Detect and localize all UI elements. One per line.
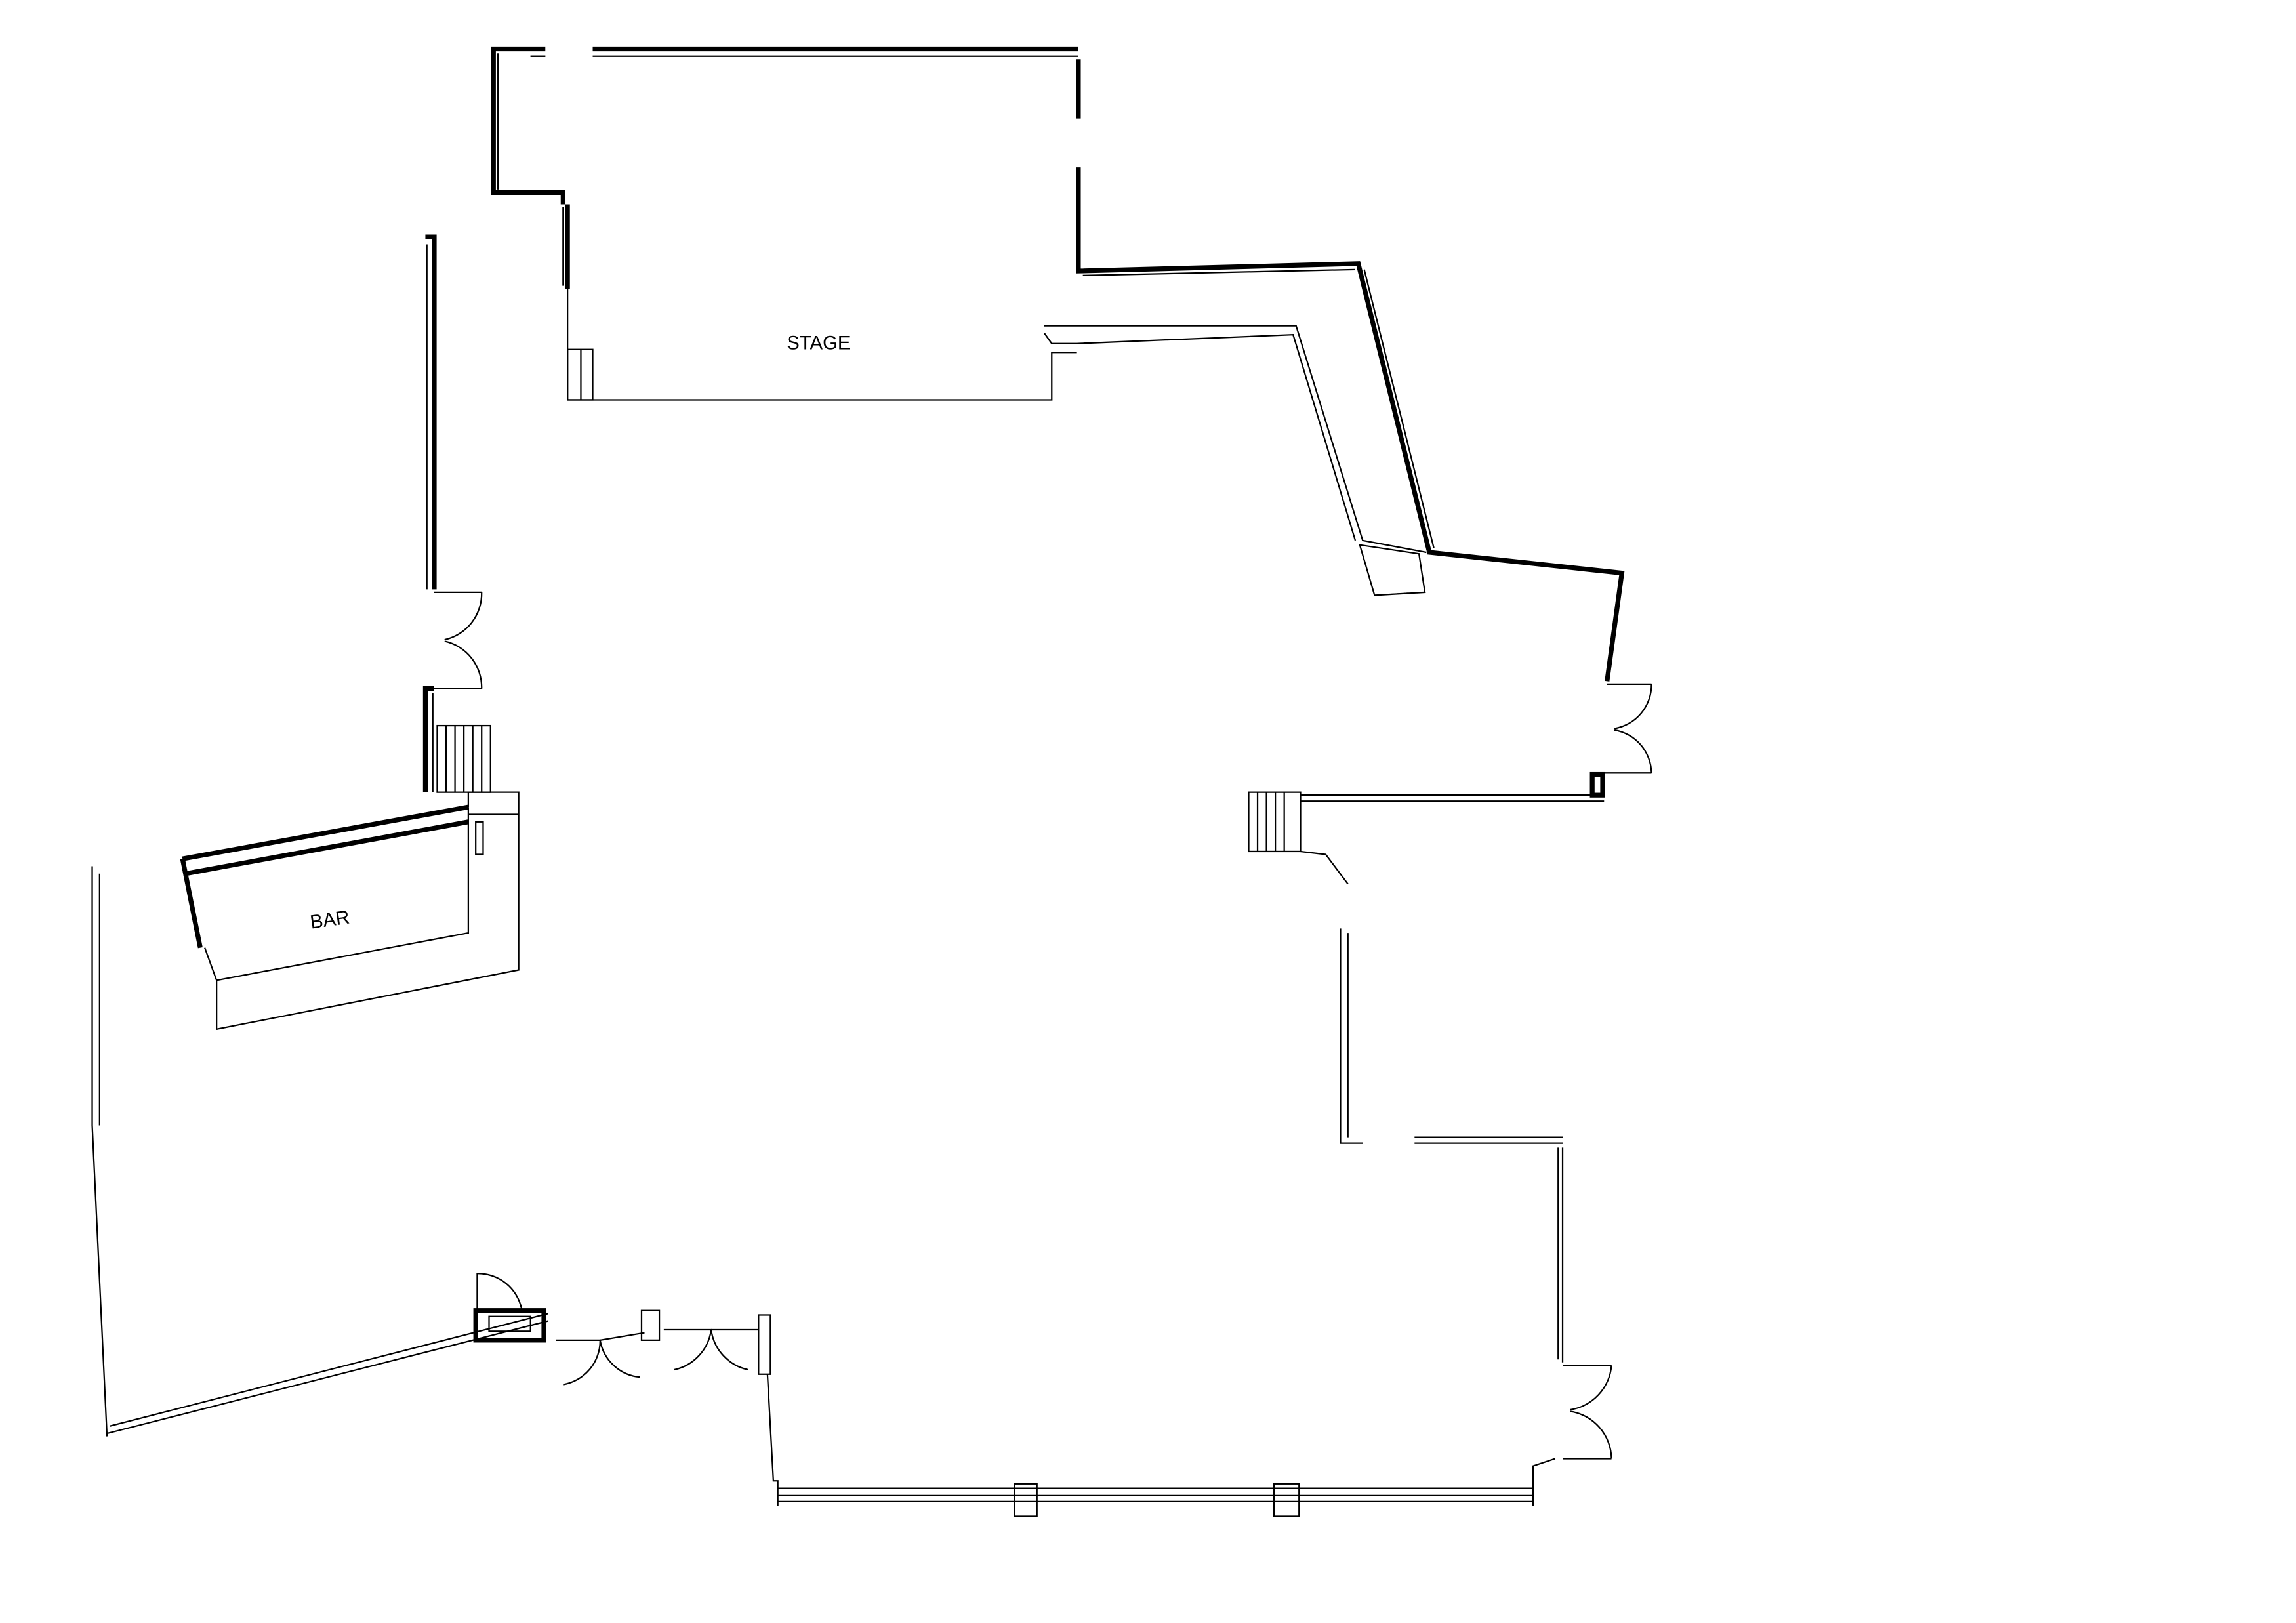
south-west-wall <box>91 866 549 1437</box>
stage-platform: STAGE <box>567 289 1427 596</box>
south-east-double-door[interactable] <box>1563 1365 1612 1460</box>
west-stairs <box>436 724 491 793</box>
west-wall <box>422 234 437 792</box>
south-wall <box>766 1374 1556 1517</box>
east-double-door[interactable] <box>1604 683 1652 774</box>
room-label-bar: BAR <box>309 907 351 934</box>
stage-room-walls <box>491 46 1625 682</box>
west-double-door[interactable] <box>434 591 483 689</box>
bar-area: BAR <box>180 791 520 1031</box>
east-walls <box>1340 928 1564 1363</box>
east-corridor <box>1248 771 1605 885</box>
room-label-stage: STAGE <box>787 333 850 354</box>
south-west-doors[interactable] <box>476 1273 771 1386</box>
